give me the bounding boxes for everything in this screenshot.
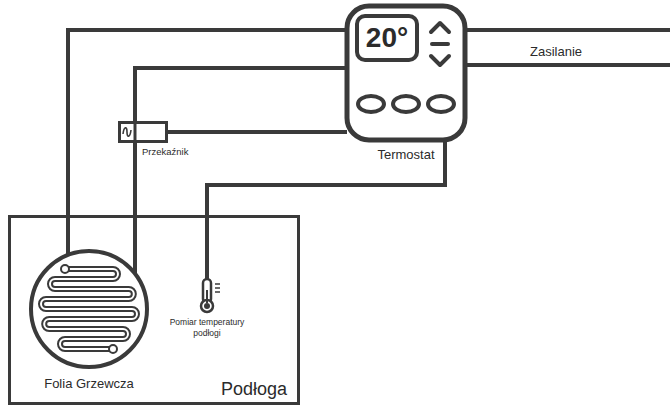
area-label: Podłoga — [221, 379, 287, 400]
foil-trace — [41, 269, 137, 349]
foil-trace-inner — [41, 269, 137, 349]
display-frame — [357, 16, 417, 60]
device-label: Termostat — [345, 147, 467, 162]
relay-body — [118, 121, 168, 143]
thermostat-button — [393, 96, 419, 112]
foil-terminal — [109, 345, 117, 353]
diagram-node: 20° Termostat — [345, 4, 467, 164]
wire-connector — [167, 130, 348, 134]
thermometer-column — [206, 290, 208, 303]
scale-tick — [215, 287, 220, 289]
part-label: Folia Grzewcza — [28, 376, 150, 391]
relay-outline — [120, 123, 167, 142]
up-button — [431, 23, 449, 32]
thermostat-outline — [347, 6, 465, 140]
diagram-node: Pomiar temperatury podłogi — [160, 276, 254, 344]
foil-terminal — [61, 265, 69, 273]
power-wire — [465, 63, 670, 67]
scale-tick — [215, 283, 220, 285]
ac-symbol — [123, 128, 131, 137]
thermostat-button — [358, 96, 384, 112]
relay-label: Przekaźnik — [142, 146, 188, 157]
wire-connector — [133, 142, 137, 274]
relay-divider — [134, 123, 137, 142]
sensor-label: Pomiar temperatury podłogi — [160, 317, 254, 338]
thermometer-icon — [160, 276, 254, 314]
power-label: Zasilanie — [530, 44, 582, 59]
scale-tick — [215, 291, 220, 293]
foil-outline — [31, 251, 147, 367]
wire-connector — [135, 68, 347, 123]
dash-mark — [432, 42, 448, 46]
diagram-node: Przekaźnik — [118, 121, 208, 161]
down-button — [431, 56, 449, 65]
heating-foil — [28, 248, 150, 370]
thermometer-fill — [204, 303, 210, 309]
diagram-node: Folia Grzewcza — [28, 248, 150, 396]
diagram-node: Podłoga Folia Grzewcza Pomiar temperatury … — [8, 215, 300, 405]
display-reading: 20° — [357, 16, 417, 60]
power-wire — [465, 28, 670, 32]
thermostat-button — [428, 96, 454, 112]
